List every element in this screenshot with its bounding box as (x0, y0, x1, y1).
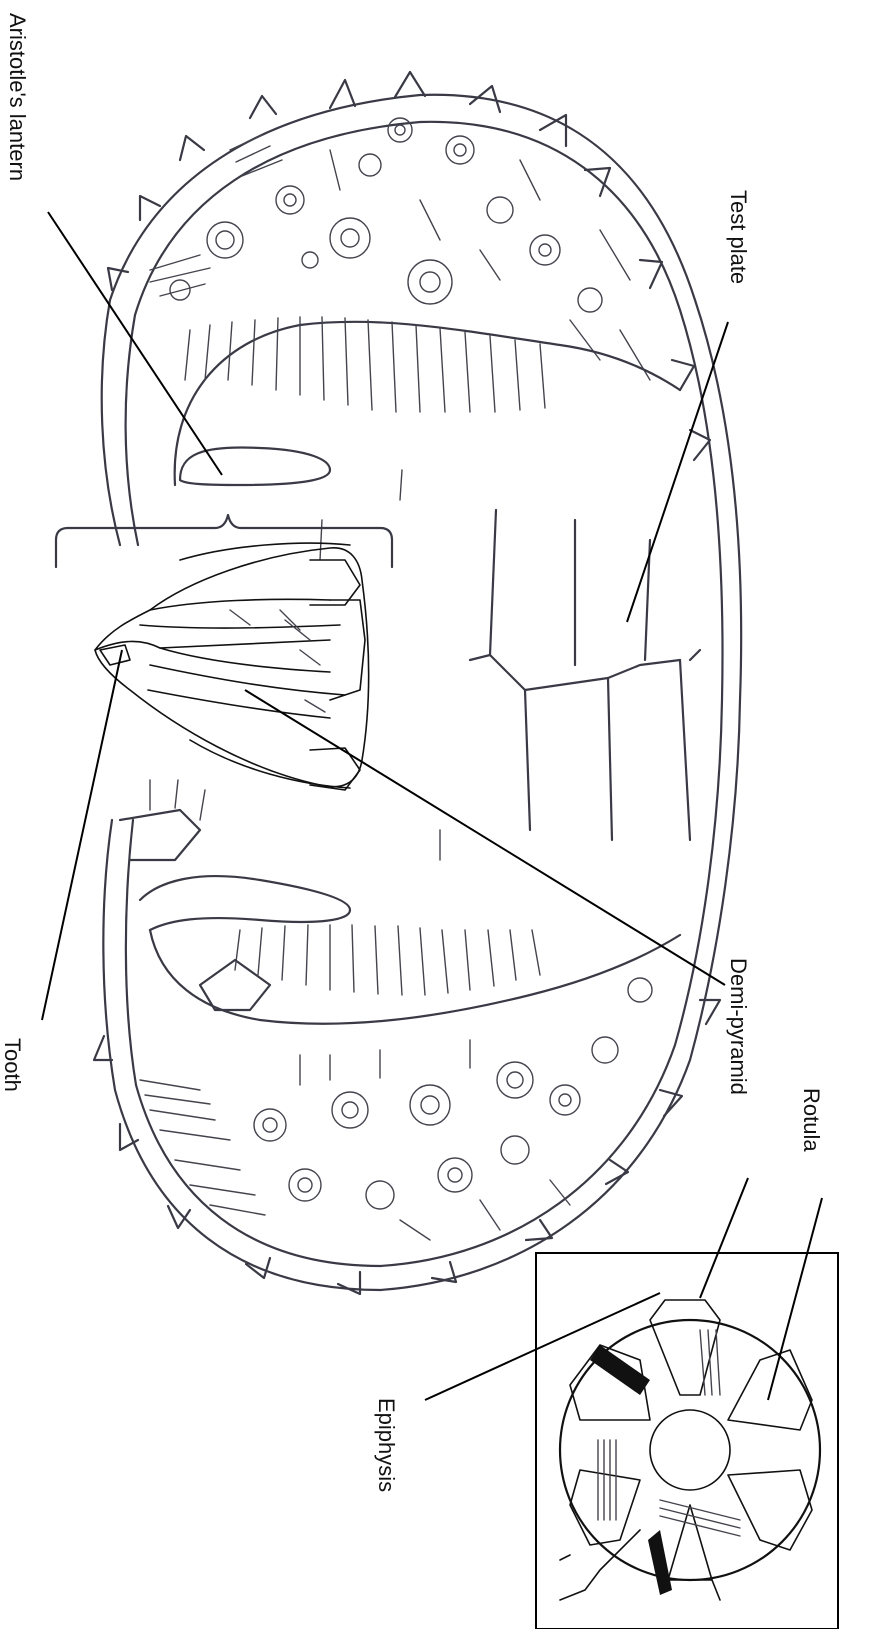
labels: Aristotle's lantern Test plate Tooth Dem… (0, 13, 824, 1492)
test-spines (94, 72, 720, 1294)
test-plate-seams (470, 510, 700, 840)
label-demi-pyramid: Demi-pyramid (726, 958, 751, 1095)
label-test-plate: Test plate (726, 190, 751, 284)
label-tooth: Tooth (0, 1038, 25, 1092)
peristome-ridges-lower (120, 780, 680, 1024)
leader-lines (42, 212, 822, 1400)
lantern-body (95, 543, 369, 790)
leader-rotula (768, 1198, 822, 1400)
label-aristotles-lantern: Aristotle's lantern (5, 13, 30, 181)
cross-section-ring (560, 1300, 820, 1600)
leader-aristotles-lantern (48, 212, 222, 475)
tubercle-band-upper (150, 118, 650, 380)
urchin-test (94, 72, 741, 1294)
label-rotula: Rotula (799, 1088, 824, 1152)
peristome-ridges-upper (175, 317, 680, 560)
tubercle-band-lower (140, 978, 652, 1240)
label-epiphysis: Epiphysis (374, 1398, 399, 1492)
leader-rotula-inner (700, 1178, 748, 1298)
leader-demi-pyramid (245, 690, 725, 985)
test-inner-wall (126, 122, 723, 1266)
